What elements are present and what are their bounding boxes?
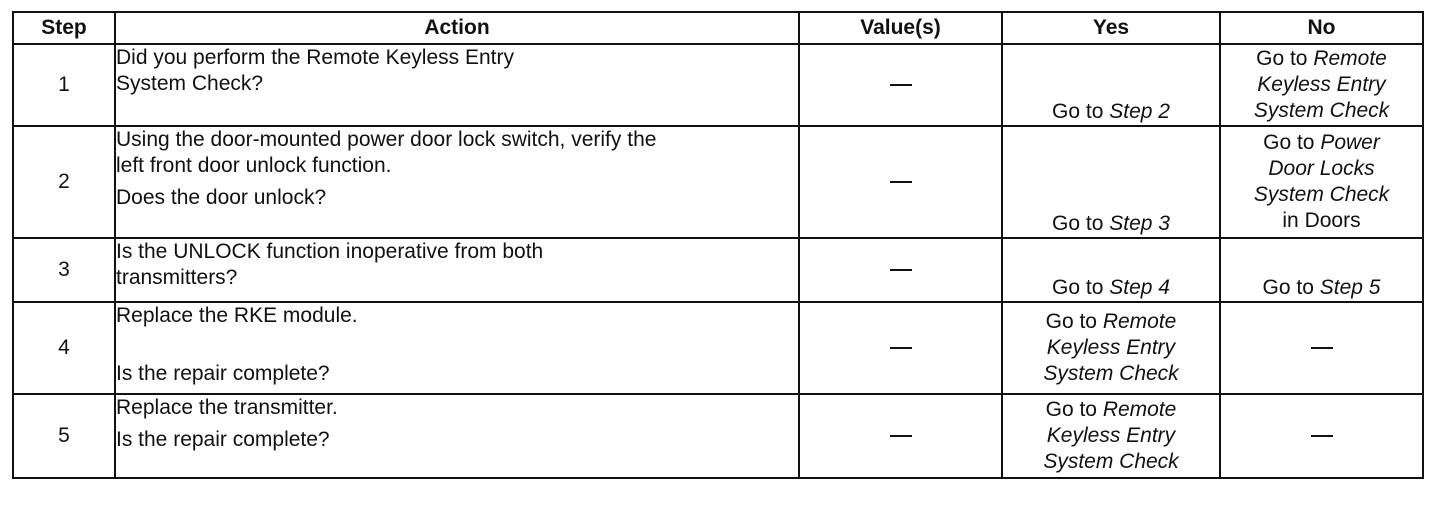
dash-mark [889,181,912,184]
header-no: No [1219,11,1424,45]
step-number: 4 [12,301,116,395]
action-text: Does the door unlock? [116,186,327,209]
goto-prefix: Go to [1052,212,1110,235]
action-cell: Is the UNLOCK function inoperative from … [114,237,800,303]
value-cell [798,301,1003,395]
action-text: Is the repair complete? [116,362,330,385]
goto-procedure-ref: Keyless Entry [1046,336,1176,359]
action-text: Is the UNLOCK function inoperative from … [116,240,544,263]
diagnostic-table: Step Action Value(s) Yes No 1 Did you pe… [12,11,1424,479]
value-cell [798,393,1003,479]
goto-prefix: Go to [1263,131,1321,154]
header-action: Action [114,11,800,45]
goto-procedure-ref: System Check [1043,450,1179,473]
yes-cell: Go to Step 3 [1001,125,1221,239]
value-cell [798,43,1003,127]
value-cell [798,237,1003,303]
goto-step-ref: Step 5 [1319,276,1381,299]
table-row: 5 Replace the transmitter. Is the repair… [12,393,1424,479]
goto-procedure-ref: System Check [1043,362,1179,385]
action-cell: Replace the transmitter. Is the repair c… [114,393,800,479]
action-text: transmitters? [116,266,238,289]
goto-procedure-ref: Keyless Entry [1257,73,1386,96]
header-row: Step Action Value(s) Yes No [12,11,1424,45]
goto-prefix: Go to [1256,47,1314,70]
goto-procedure-ref: Remote [1102,310,1177,333]
table-row: 3 Is the UNLOCK function inoperative fro… [12,237,1424,303]
step-number: 5 [12,393,116,479]
table-row: 1 Did you perform the Remote Keyless Ent… [12,43,1424,127]
goto-procedure-ref: Power [1320,131,1380,154]
goto-step-ref: Step 3 [1109,212,1170,235]
dash-mark [1310,347,1333,350]
goto-procedure-ref: Remote [1102,398,1177,421]
no-cell: Go to Remote Keyless Entry System Check [1219,43,1424,127]
action-cell: Using the door-mounted power door lock s… [114,125,800,239]
header-yes: Yes [1001,11,1221,45]
goto-prefix: Go to [1052,276,1110,299]
goto-procedure-ref: Door Locks [1268,157,1375,180]
value-cell [798,125,1003,239]
dash-mark [889,435,912,438]
action-cell: Did you perform the Remote Keyless Entry… [114,43,800,127]
action-text: Replace the transmitter. [116,396,338,419]
action-text: System Check? [116,72,264,95]
no-cell [1219,301,1424,395]
step-number: 1 [12,43,116,127]
action-text: left front door unlock function. [116,154,392,177]
goto-step-ref: Step 4 [1109,276,1170,299]
dash-mark [889,269,912,272]
goto-prefix: Go to [1262,276,1320,299]
no-cell: Go to Power Door Locks System Check in D… [1219,125,1424,239]
goto-procedure-ref: Keyless Entry [1046,424,1176,447]
action-text: Replace the RKE module. [116,304,358,327]
goto-procedure-ref: System Check [1253,183,1390,206]
goto-suffix: in Doors [1282,209,1361,232]
yes-cell: Go to Step 4 [1001,237,1221,303]
action-cell: Replace the RKE module. Is the repair co… [114,301,800,395]
header-step: Step [12,11,116,45]
dash-mark [889,84,912,87]
dash-mark [889,347,912,350]
no-cell [1219,393,1424,479]
step-number: 2 [12,125,116,239]
goto-prefix: Go to [1052,100,1110,123]
yes-cell: Go to Remote Keyless Entry System Check [1001,393,1221,479]
step-number: 3 [12,237,116,303]
no-cell: Go to Step 5 [1219,237,1424,303]
yes-cell: Go to Remote Keyless Entry System Check [1001,301,1221,395]
goto-procedure-ref: Remote [1313,47,1387,70]
goto-prefix: Go to [1045,398,1103,421]
goto-prefix: Go to [1045,310,1103,333]
table-row: 2 Using the door-mounted power door lock… [12,125,1424,239]
goto-procedure-ref: System Check [1253,99,1390,122]
dash-mark [1310,435,1333,438]
action-text: Is the repair complete? [116,428,330,451]
header-values: Value(s) [798,11,1003,45]
action-text: Did you perform the Remote Keyless Entry [116,46,514,69]
action-text: Using the door-mounted power door lock s… [116,128,657,151]
table-row: 4 Replace the RKE module. Is the repair … [12,301,1424,395]
yes-cell: Go to Step 2 [1001,43,1221,127]
goto-step-ref: Step 2 [1109,100,1170,123]
